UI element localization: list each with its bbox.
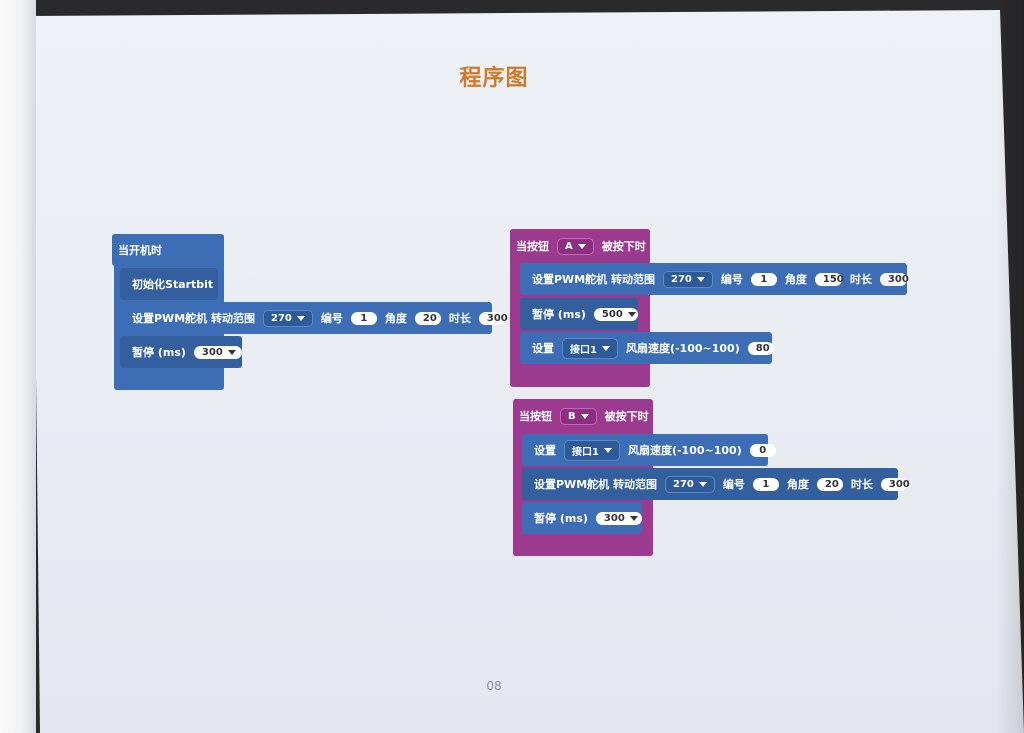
button-b-port-dropdown[interactable]: 接口1 [564,439,620,461]
button-b-range-value: 270 [672,478,694,490]
button-a-value: A [565,240,573,252]
button-a-range-dropdown[interactable]: 270 [662,270,713,288]
button-b-speed-input[interactable]: 0 [749,443,776,457]
init-startbit-label: 初始化Startbit [132,278,214,291]
button-b-hat-suffix: 被按下时 [604,410,649,423]
pause-value: 300 [201,346,223,358]
pause-block[interactable]: 暂停 (ms) 300 [120,336,242,368]
button-a-hat-prefix: 当按钮 [516,240,549,253]
button-b-dropdown[interactable]: B [560,407,597,425]
button-a-pause-dropdown[interactable]: 500 [593,307,638,321]
servo-block[interactable]: 设置PWM舵机 转动范围 270 编号 1 角度 20 时长 300 [120,302,508,334]
angle-input[interactable]: 20 [414,311,441,325]
range-dropdown[interactable]: 270 [262,309,313,327]
on-start-hat[interactable]: 当开机时 [112,234,220,266]
button-b-fan-label: 设置 [534,444,556,457]
button-b-servo-block[interactable]: 设置PWM舵机 转动范围 270 编号 1 角度 20 时长 300 [522,468,910,500]
init-startbit-block[interactable]: 初始化Startbit [120,268,218,300]
page-number: 08 [486,679,502,693]
button-b-value: B [568,410,576,422]
servo-id-input[interactable]: 1 [350,311,377,325]
button-a-pause-block[interactable]: 暂停 (ms) 500 [520,298,638,330]
button-b-hat-prefix: 当按钮 [519,410,552,423]
range-value: 270 [270,312,292,324]
button-a-id-label: 编号 [720,273,743,286]
servo-id-label: 编号 [320,312,343,325]
button-a-servo-block[interactable]: 设置PWM舵机 转动范围 270 编号 1 角度 150 时长 300 [520,263,909,295]
angle-label: 角度 [384,312,407,325]
button-b-servo-label: 设置PWM舵机 转动范围 [534,478,657,491]
on-start-label: 当开机时 [118,244,162,257]
button-b-pause-value: 300 [603,512,625,524]
button-a-angle-input[interactable]: 150 [814,272,844,286]
button-a-duration-label: 时长 [849,273,872,286]
button-b-duration-input[interactable]: 300 [880,477,910,491]
button-a-speed-input[interactable]: 80 [747,341,774,355]
button-a-angle-label: 角度 [784,273,807,286]
pause-dropdown[interactable]: 300 [193,345,242,359]
button-b-angle-label: 角度 [786,478,809,491]
button-b-speed-label: 风扇速度(-100~100) [627,444,742,457]
button-a-pause-label: 暂停 (ms) [532,308,586,321]
button-b-port-value: 接口1 [572,446,599,458]
page-shadow [995,0,1024,733]
button-a-speed-label: 风扇速度(-100~100) [625,342,740,355]
button-b-pause-label: 暂停 (ms) [534,512,588,525]
button-a-port-dropdown[interactable]: 接口1 [562,337,618,359]
book-spine [0,0,36,733]
button-b-id-input[interactable]: 1 [752,477,779,491]
button-b-fan-block[interactable]: 设置 接口1 风扇速度(-100~100) 0 [522,434,776,466]
button-a-hat[interactable]: 当按钮 A 被按下时 [510,229,650,263]
button-a-pause-value: 500 [601,308,623,320]
page-title: 程序图 [459,66,529,91]
button-a-port-value: 接口1 [570,344,597,356]
button-a-duration-input[interactable]: 300 [879,272,909,286]
button-a-dropdown[interactable]: A [557,237,594,255]
servo-label: 设置PWM舵机 转动范围 [132,312,255,325]
button-b-angle-input[interactable]: 20 [816,477,843,491]
pause-label: 暂停 (ms) [132,346,186,359]
button-a-fan-block[interactable]: 设置 接口1 风扇速度(-100~100) 80 [520,332,774,364]
button-b-id-label: 编号 [722,478,745,491]
button-a-servo-label: 设置PWM舵机 转动范围 [532,273,655,286]
button-a-fan-label: 设置 [532,342,554,355]
button-a-hat-suffix: 被按下时 [601,240,646,253]
button-a-range-value: 270 [670,273,692,285]
button-b-range-dropdown[interactable]: 270 [664,475,715,493]
duration-input[interactable]: 300 [478,311,508,325]
button-b-duration-label: 时长 [850,478,873,491]
button-b-pause-block[interactable]: 暂停 (ms) 300 [522,502,642,534]
button-b-hat[interactable]: 当按钮 B 被按下时 [513,399,651,433]
button-a-id-input[interactable]: 1 [750,272,777,286]
duration-label: 时长 [448,312,471,325]
button-b-pause-dropdown[interactable]: 300 [595,511,642,525]
